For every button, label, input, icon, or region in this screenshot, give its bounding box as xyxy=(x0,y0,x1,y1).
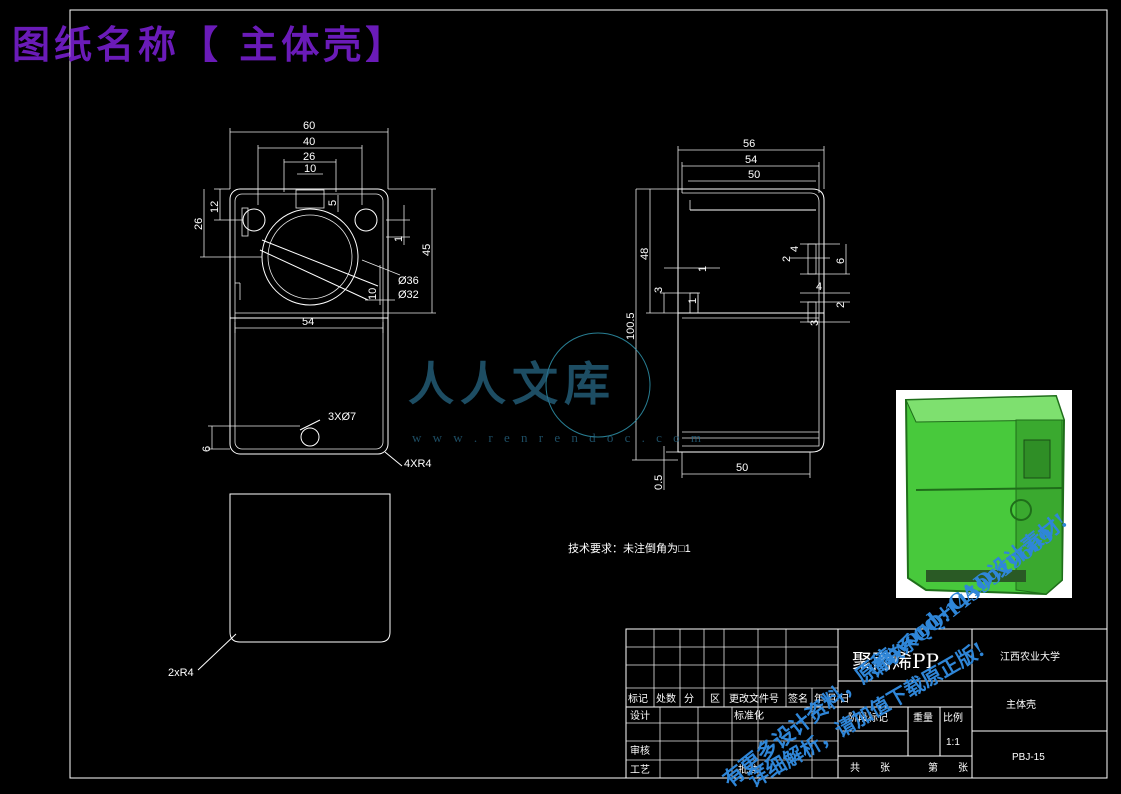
tb-hdr-mark: 标记 xyxy=(628,693,648,705)
dim-50-bottom: 50 xyxy=(736,462,748,474)
dim-1: 1 xyxy=(393,236,405,242)
tb-drawing-no: PBJ-15 xyxy=(1012,752,1045,763)
tb-hdr-zone: 区 xyxy=(710,693,720,705)
side-view: 56 54 50 48 100.5 3 1 1 4 2 6 4 2 3 0.5 … xyxy=(625,138,850,490)
tb-sheet: 张 xyxy=(958,762,968,774)
tb-hdr-sign: 签名 xyxy=(788,692,808,705)
dim-holes: 3XØ7 xyxy=(328,411,356,423)
dim-100-5: 100.5 xyxy=(625,312,637,340)
dim-50-side: 50 xyxy=(748,169,760,181)
dim-12: 12 xyxy=(209,201,221,213)
dim-40: 40 xyxy=(303,136,315,148)
logo-circle-icon xyxy=(545,332,651,438)
tb-standard: 标准化 xyxy=(734,709,764,722)
mount-hole-bottom xyxy=(300,427,320,447)
tb-design: 设计 xyxy=(630,709,650,722)
tb-stage: 阶段标记 xyxy=(848,711,888,724)
dim-26: 26 xyxy=(303,151,315,163)
dim-3: 3 xyxy=(653,287,665,293)
tech-note: 技术要求：未注倒角为□1 xyxy=(568,541,691,555)
dim-d32: Ø32 xyxy=(398,289,419,301)
dim-26-v: 26 xyxy=(193,218,205,230)
dim-1a: 1 xyxy=(697,266,709,272)
tb-weight: 重量 xyxy=(913,711,933,724)
dim-0-5: 0.5 xyxy=(653,475,665,490)
mount-hole-right xyxy=(354,208,378,232)
dim-4b: 4 xyxy=(816,281,822,293)
dim-10-v: 10 xyxy=(367,288,379,300)
tb-material: 聚丙烯PP xyxy=(852,649,939,673)
dim-10: 10 xyxy=(304,163,316,175)
dim-d36: Ø36 xyxy=(398,275,419,287)
side-outline xyxy=(677,188,825,453)
tb-part-name: 主体壳 xyxy=(1006,698,1036,711)
tb-review: 审核 xyxy=(630,744,650,757)
dim-6: 6 xyxy=(201,446,213,452)
dim-2a: 2 xyxy=(781,256,793,262)
tb-hdr-change: 更改文件号 xyxy=(729,692,779,705)
tb-scale: 1:1 xyxy=(946,737,960,748)
front-view: 60 40 26 10 12 26 5 1 45 54 Ø36 Ø32 10 3… xyxy=(193,120,436,470)
bottom-outline xyxy=(229,493,391,643)
renrendoc-logo xyxy=(545,332,651,438)
dim-5: 5 xyxy=(327,200,339,206)
drawing-title: 图纸名称【 主体壳】 xyxy=(12,22,408,67)
tb-school: 江西农业大学 xyxy=(1000,650,1060,663)
tb-hdr-part: 分 xyxy=(684,693,694,705)
logo-name: 人人文库 xyxy=(408,357,616,411)
model-preview-image xyxy=(896,390,1072,598)
dim-6-side: 6 xyxy=(835,258,847,264)
dim-48: 48 xyxy=(639,248,651,260)
dim-4xr4: 4XR4 xyxy=(404,458,432,470)
model-3d-icon xyxy=(904,394,1066,596)
tb-sheet-no: 第 xyxy=(928,761,938,774)
dim-60: 60 xyxy=(303,120,315,132)
tb-scale-label: 比例 xyxy=(943,711,963,724)
dim-2xr4: 2xR4 xyxy=(168,667,194,679)
tb-approve: 批准 xyxy=(738,763,758,776)
tb-sheet-total: 张 xyxy=(880,762,890,774)
boss-circle-outer xyxy=(261,208,359,306)
tb-hdr-count: 处数 xyxy=(656,692,676,705)
dim-1b: 1 xyxy=(687,298,699,304)
dim-2b: 2 xyxy=(835,302,847,308)
dim-3b: 3 xyxy=(809,320,821,326)
dim-54-side: 54 xyxy=(745,154,757,166)
tb-hdr-date: 年 月 日 xyxy=(814,692,850,705)
dim-54: 54 xyxy=(302,316,314,328)
tb-total: 共 xyxy=(850,762,860,774)
mount-hole-left xyxy=(242,208,266,232)
boss-circle-inner xyxy=(267,214,353,300)
dim-4a: 4 xyxy=(789,246,801,252)
dim-45: 45 xyxy=(421,244,433,256)
front-inner-outline xyxy=(234,193,384,450)
bottom-view: 2xR4 xyxy=(168,493,391,679)
dim-56: 56 xyxy=(743,138,755,150)
title-block: 聚丙烯PP 江西农业大学 主体壳 PBJ-15 标记 处数 分 区 更改文件号 … xyxy=(625,628,1108,779)
drawing-frame xyxy=(69,9,1108,779)
tb-process: 工艺 xyxy=(630,764,650,776)
logo-url: w w w . r e n r e n d o c . c o m xyxy=(412,430,706,445)
front-outline xyxy=(229,188,389,455)
